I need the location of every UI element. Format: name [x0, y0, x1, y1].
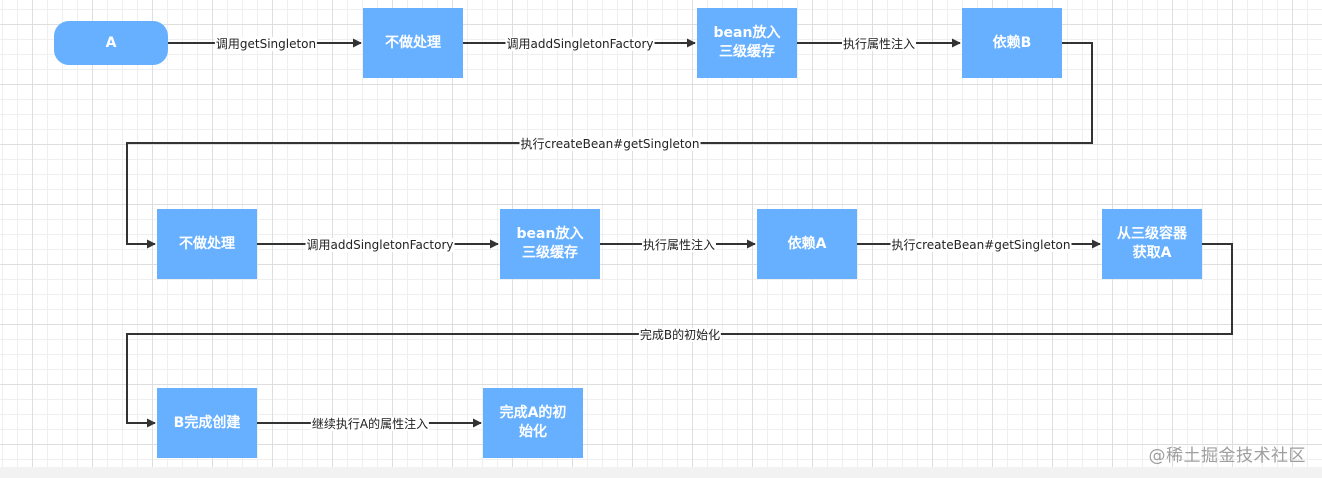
edge-label-create-bean-get-singleton-2: 执行createBean#getSingleton — [890, 238, 1072, 252]
node-b-created[interactable]: B完成创建 — [157, 388, 257, 458]
edge-label-create-bean-get-singleton-1: 执行createBean#getSingleton — [519, 137, 701, 151]
node-cache-2[interactable]: bean放入 三级缓存 — [500, 209, 600, 279]
node-get-from-cache[interactable]: 从三级容器 获取A — [1102, 209, 1202, 279]
watermark: @稀土掘金技术社区 — [1148, 446, 1306, 466]
node-depend-b[interactable]: 依赖B — [962, 8, 1062, 78]
node-a-initialized[interactable]: 完成A的初 始化 — [483, 388, 583, 458]
node-a[interactable]: A — [54, 21, 168, 65]
edge-label-call-get-singleton: 调用getSingleton — [214, 37, 318, 51]
edge-label-continue-a-injection: 继续执行A的属性注入 — [310, 417, 430, 431]
node-cache-1[interactable]: bean放入 三级缓存 — [697, 8, 797, 78]
bottom-strip — [0, 467, 1322, 478]
node-no-op-2[interactable]: 不做处理 — [157, 209, 257, 279]
edge-label-call-add-singleton-factory-1: 调用addSingletonFactory — [505, 37, 655, 51]
edge-label-call-add-singleton-factory-2: 调用addSingletonFactory — [305, 238, 455, 252]
node-depend-a[interactable]: 依赖A — [757, 209, 857, 279]
edge-label-b-initialized: 完成B的初始化 — [638, 328, 722, 342]
edge-label-inject-properties-1: 执行属性注入 — [841, 37, 917, 51]
node-no-op-1[interactable]: 不做处理 — [363, 8, 463, 78]
edge-label-inject-properties-2: 执行属性注入 — [641, 238, 717, 252]
